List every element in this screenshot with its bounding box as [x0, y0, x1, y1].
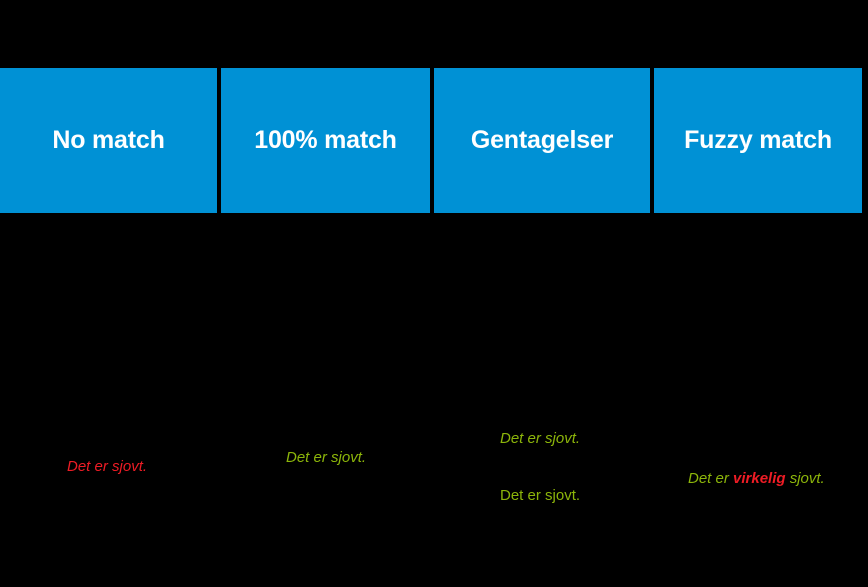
- tile-label-gentagelser: Gentagelser: [470, 126, 614, 154]
- tile-no-match[interactable]: No match: [0, 68, 217, 213]
- tile-100-percent-match[interactable]: 100% match: [221, 68, 430, 213]
- sample-repetition-first: Det er sjovt.: [500, 430, 581, 447]
- tile-fuzzy-match[interactable]: Fuzzy match: [654, 68, 862, 213]
- sample-fuzzy-prefix: Det er: [688, 470, 734, 487]
- match-type-tile-row: No match 100% match Gentagelser Fuzzy ma…: [0, 68, 868, 213]
- tile-label-fuzzy-match: Fuzzy match: [684, 126, 832, 154]
- tile-gentagelser[interactable]: Gentagelser: [434, 68, 650, 213]
- sample-repetition-second: Det er sjovt.: [500, 487, 581, 504]
- sample-fuzzy-suffix: sjovt.: [785, 470, 825, 487]
- tile-label-no-match: No match: [52, 126, 165, 154]
- tile-label-100-percent-match: 100% match: [254, 126, 397, 154]
- sample-no-match: Det er sjovt.: [67, 458, 148, 475]
- sample-fuzzy-match: Det er virkelig sjovt.: [688, 470, 825, 488]
- sample-exact-match: Det er sjovt.: [286, 449, 367, 466]
- sample-fuzzy-highlight: virkelig: [733, 470, 786, 487]
